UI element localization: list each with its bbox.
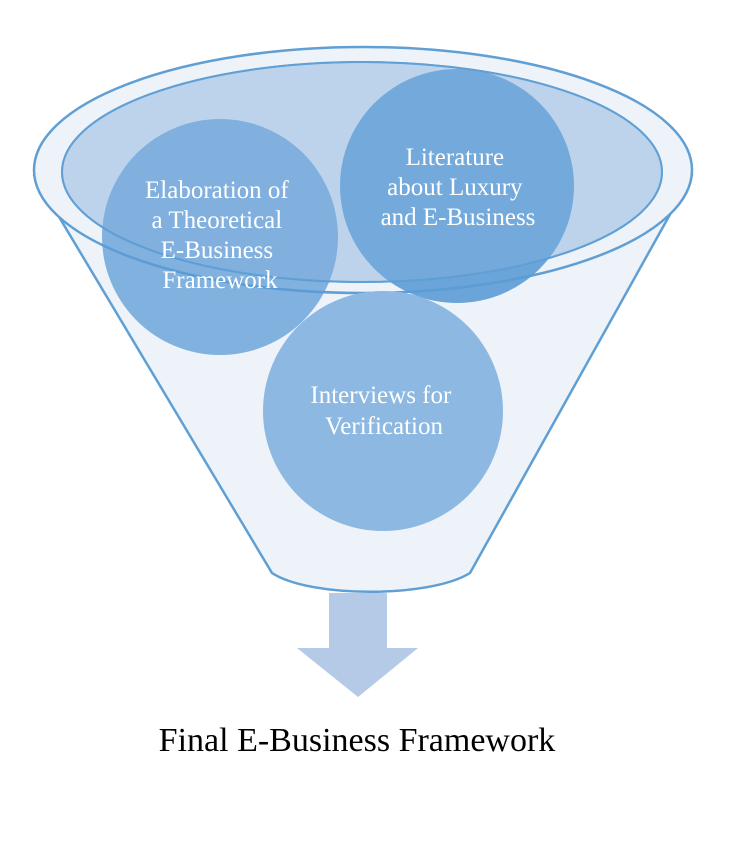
circle-interviews <box>263 291 503 531</box>
label-line: Interviews for <box>310 382 452 409</box>
output-label: Final E-Business Framework <box>159 722 556 759</box>
label-line: E-Business <box>161 237 274 264</box>
label-line: Verification <box>325 413 444 440</box>
circle-literature <box>340 69 574 303</box>
down-arrow <box>297 593 418 697</box>
label-line: and E-Business <box>381 204 536 231</box>
label-line: Framework <box>162 267 278 294</box>
circle-elaboration-label: Elaboration of a Theoretical E-Business … <box>145 177 295 294</box>
circle-elaboration <box>102 119 338 355</box>
funnel-opening-overlay <box>61 61 663 283</box>
label-line: about Luxury <box>387 174 523 201</box>
label-line: Elaboration of <box>145 177 289 204</box>
circle-interviews-label: Interviews for Verification <box>310 382 457 440</box>
label-line: Literature <box>406 144 505 171</box>
circle-literature-label: Literature about Luxury and E-Business <box>381 144 536 231</box>
label-line: a Theoretical <box>152 207 283 234</box>
